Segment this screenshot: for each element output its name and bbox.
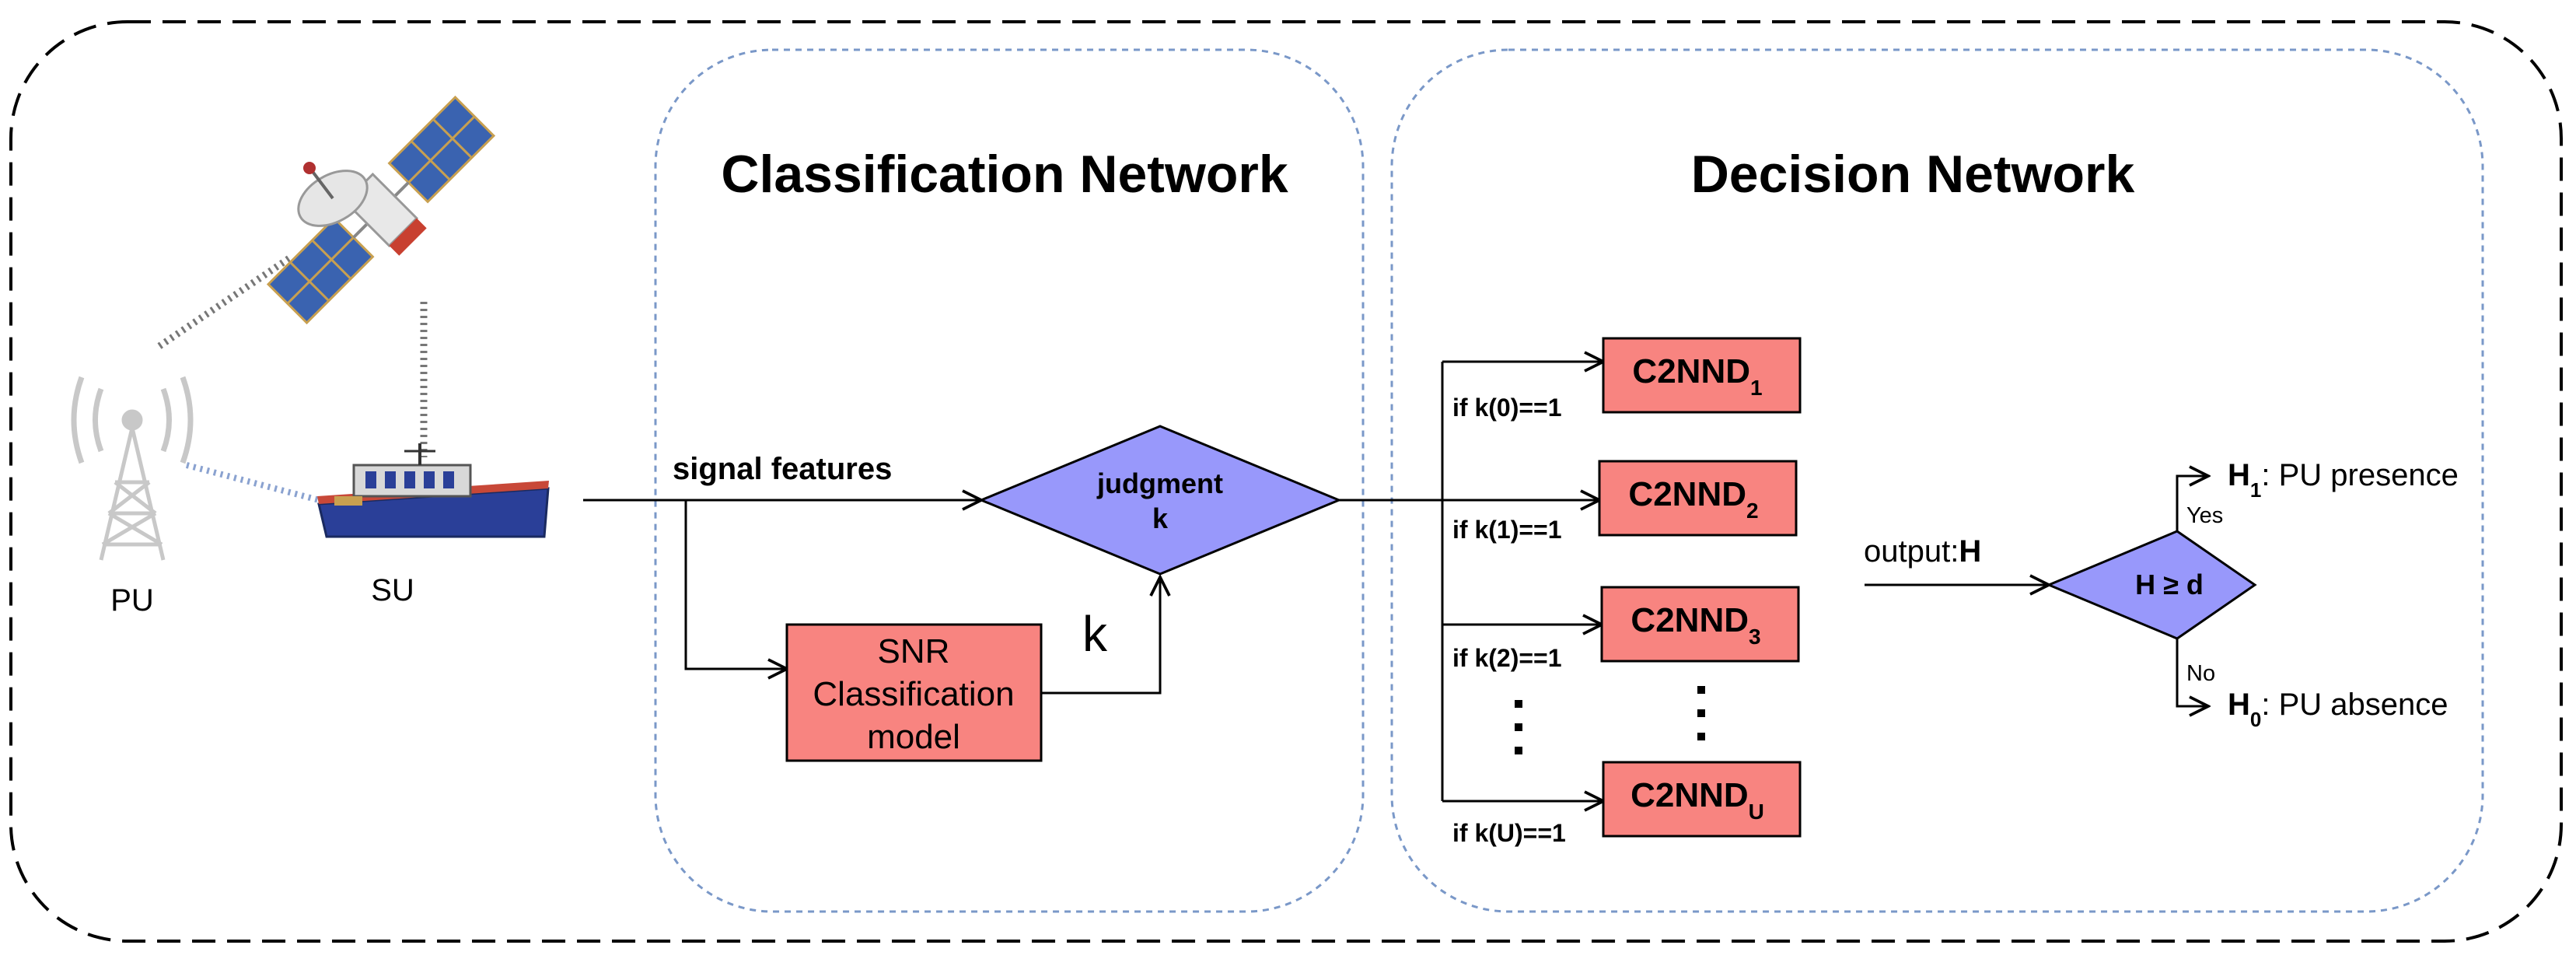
su-ship-icon [317,443,550,538]
c2nnd-u-label: C2NNDU [1631,776,1764,824]
k-arrow [1041,577,1160,695]
condition-u: if k(U)==1 [1452,819,1566,847]
su-label: SU [371,573,414,607]
decision-title: Decision Network [1691,145,2135,204]
judgment-line-2: k [1152,502,1169,534]
pu-label: PU [110,583,154,618]
classification-title: Classification Network [721,145,1288,204]
judgment-diamond [978,425,1342,576]
pu-tower-icon [71,376,194,561]
judgment-line-1: judgment [1096,467,1223,499]
condition-2: if k(1)==1 [1452,516,1562,544]
c2nnd-1-label: C2NND1 [1632,352,1762,400]
yes-label: Yes [2186,503,2223,528]
h1-outcome: H1: PU presence [2228,458,2459,502]
threshold-rule: H ≥ d [2135,569,2204,600]
vertical-dots-left [1515,700,1522,754]
no-label: No [2186,661,2215,686]
outer-frame [9,20,2563,943]
c2nnd-3-label: C2NND3 [1631,601,1760,649]
condition-1: if k(0)==1 [1452,394,1562,422]
output-label: output:H [1864,534,1981,569]
snr-model-line-3: model [867,718,960,756]
classification-panel [654,48,1365,913]
snr-model-line-1: SNR [878,632,950,670]
c2nnd-box-2 [1598,460,1798,537]
pu-su-link [185,462,327,505]
signal-features-label: signal features [673,452,892,486]
c2nnd-box-1 [1602,337,1802,414]
snr-classification-model [785,623,1043,762]
pu-satellite-link [157,254,294,349]
satellite-icon [266,95,496,325]
no-arrow [2176,639,2208,706]
snr-model-line-2: Classification [813,675,1014,713]
yes-arrow [2176,476,2208,531]
to-snr-arrow [684,500,787,669]
c2nnd-box-3 [1600,586,1800,663]
k-label: k [1082,606,1108,662]
c2nnd-box-u [1602,761,1802,838]
vertical-dots-right [1697,686,1705,740]
h0-outcome: H0: PU absence [2228,688,2448,731]
condition-3: if k(2)==1 [1452,644,1562,672]
c2nnd-2-label: C2NND2 [1628,475,1758,523]
decision-panel [1390,48,2484,913]
